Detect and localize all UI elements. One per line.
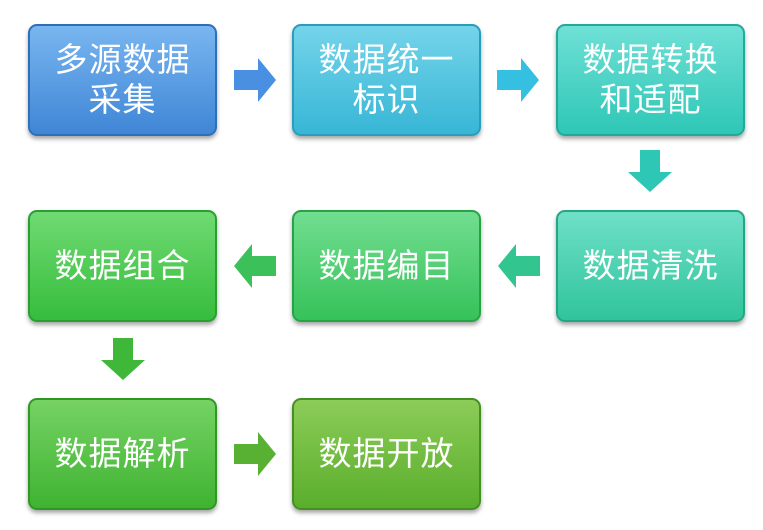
step-label: 数据清洗 [582,246,719,285]
step-data-opening: 数据开放 [292,398,481,510]
step-label: 数据编目 [318,246,455,285]
step-label: 多源数据 采集 [54,40,191,119]
arrow-down [628,150,672,192]
step-data-cataloging: 数据编目 [292,210,481,322]
step-data-cleaning: 数据清洗 [556,210,745,322]
step-label: 数据开放 [318,434,455,473]
step-label: 数据组合 [54,246,191,285]
arrow-left [498,244,540,288]
step-label: 数据统一 标识 [318,40,455,119]
step-label: 数据转换 和适配 [582,40,719,119]
step-unified-identification: 数据统一 标识 [292,24,481,136]
arrow-right [234,432,276,476]
arrow-right [234,58,276,102]
step-multi-source-collection: 多源数据 采集 [28,24,217,136]
step-data-parsing: 数据解析 [28,398,217,510]
arrow-left [234,244,276,288]
step-data-combination: 数据组合 [28,210,217,322]
arrow-right [497,58,539,102]
step-label: 数据解析 [54,434,191,473]
step-conversion-adaptation: 数据转换 和适配 [556,24,745,136]
arrow-down [101,338,145,380]
